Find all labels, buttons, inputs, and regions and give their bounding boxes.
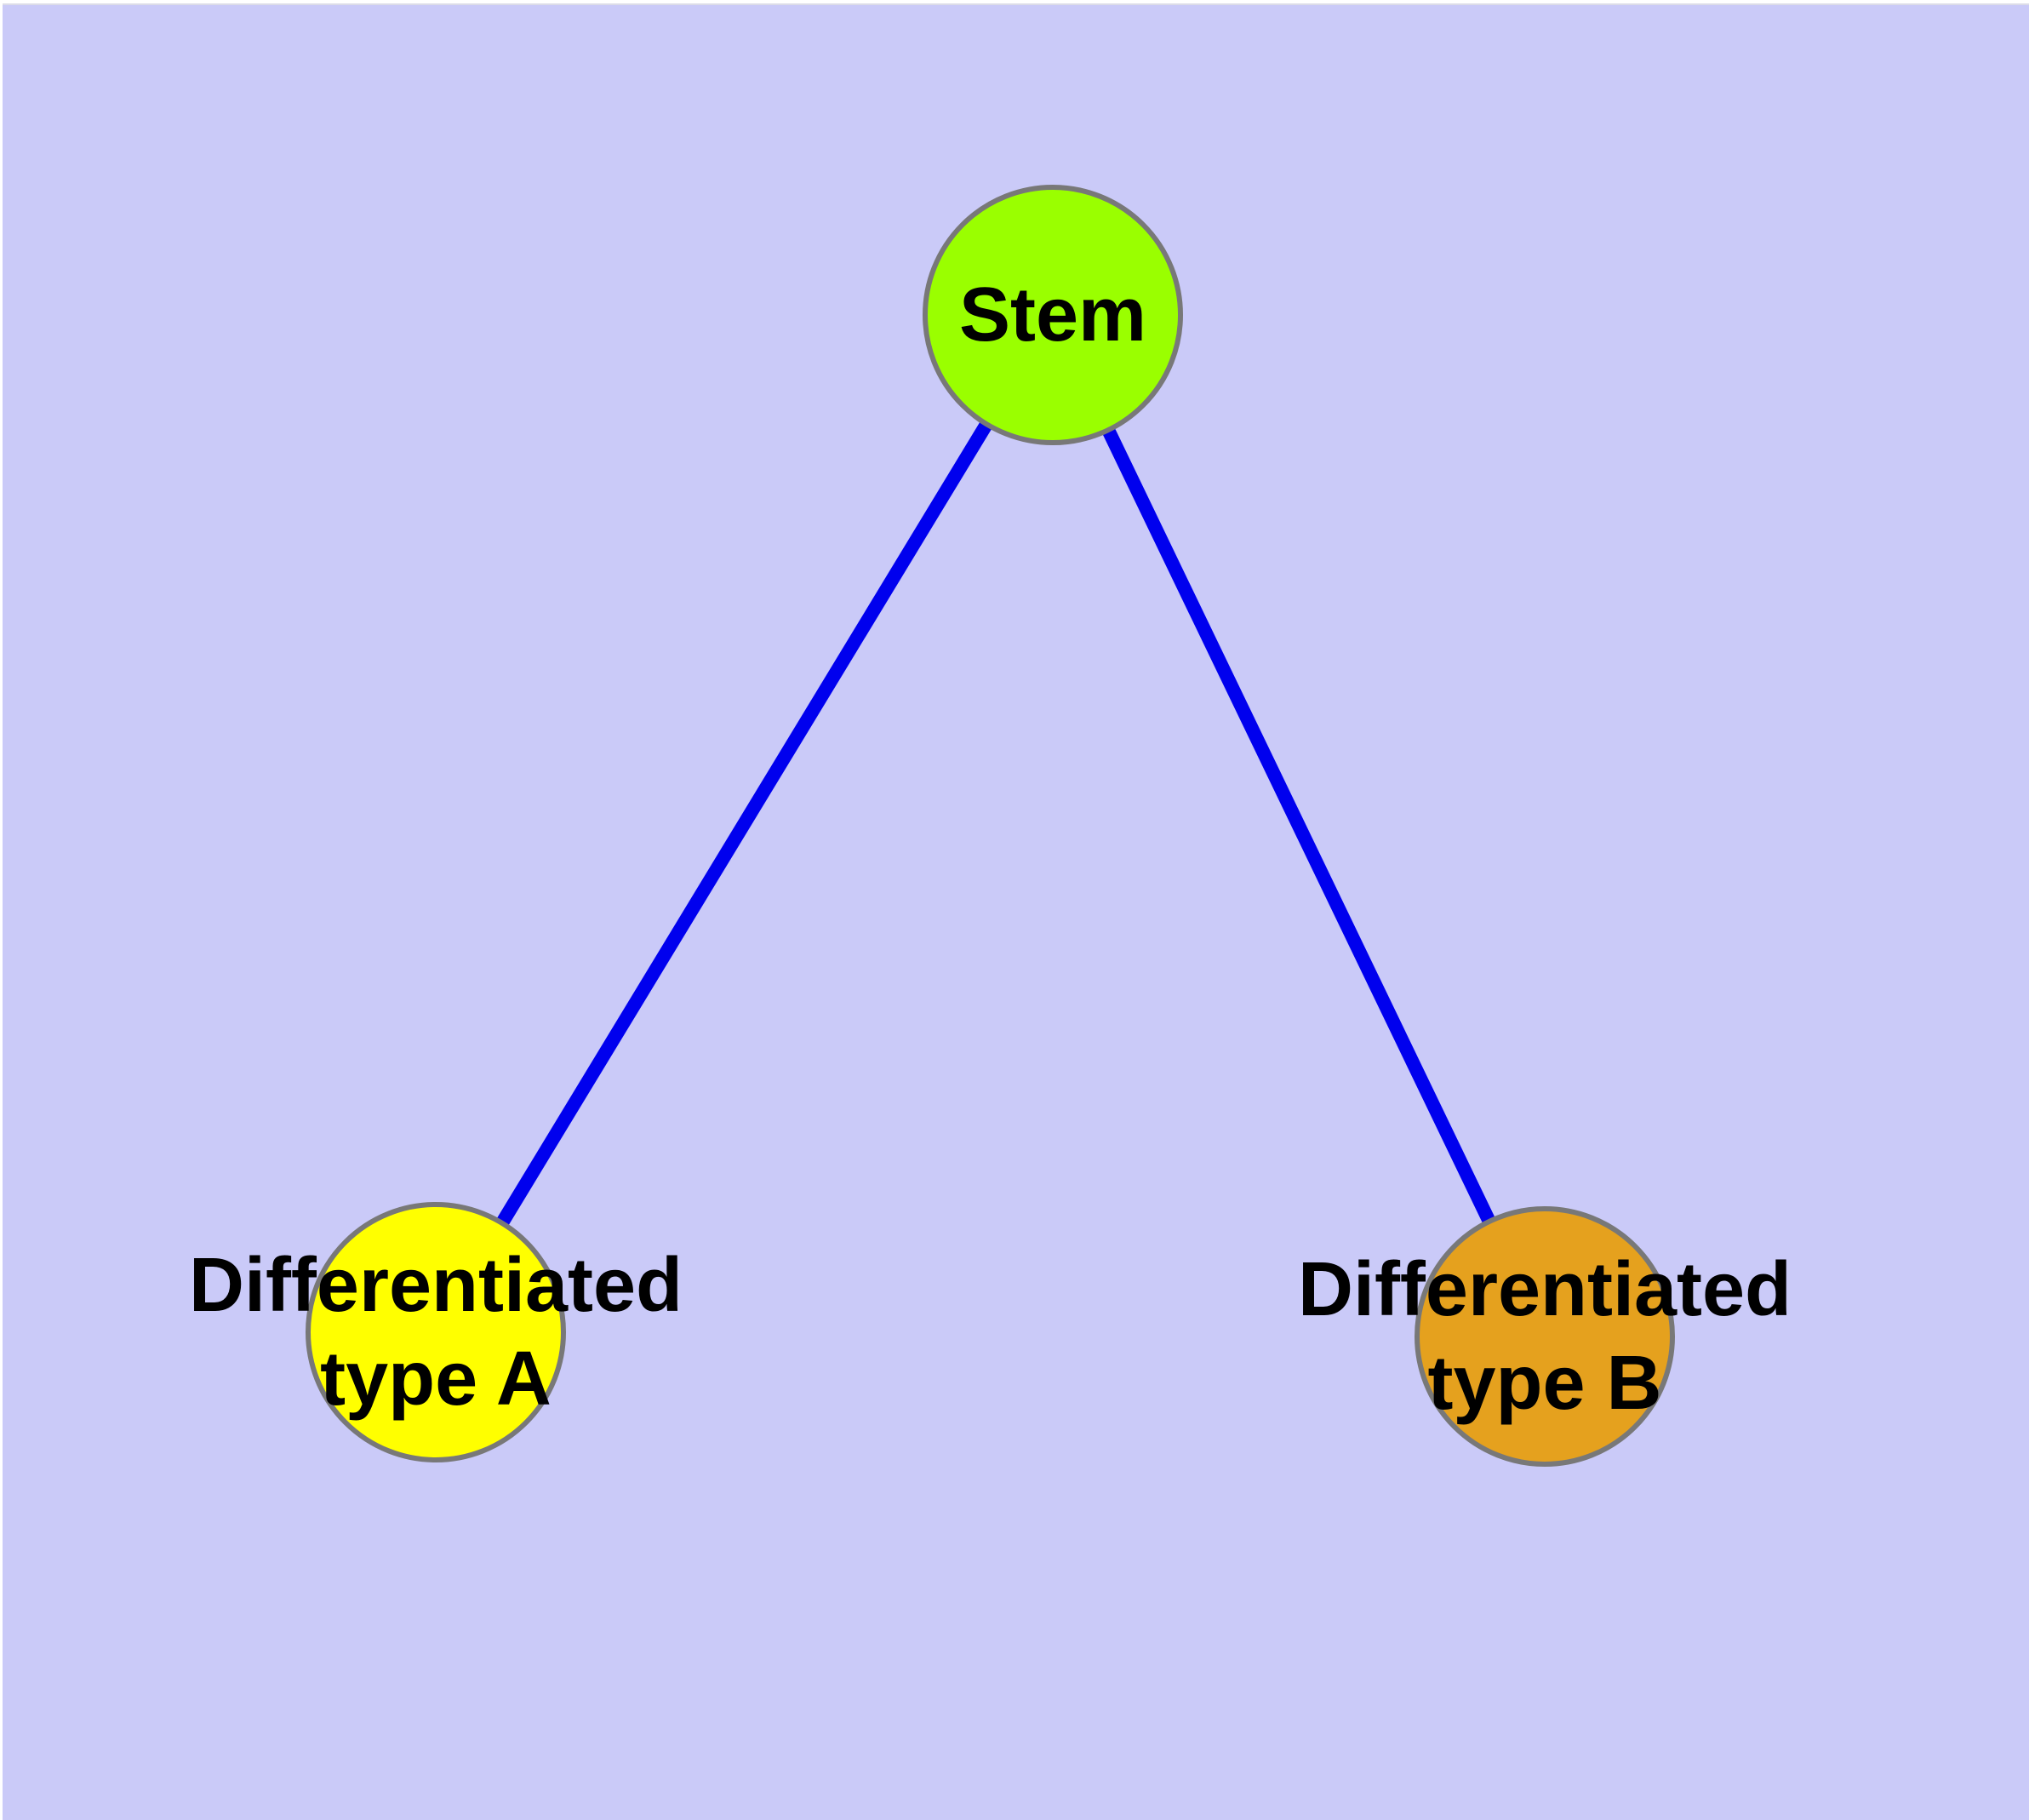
stem-node-label: Stem <box>959 272 1146 358</box>
type-b-node-label-line2: type B <box>1427 1341 1661 1426</box>
node-stem[interactable]: Stem <box>923 185 1183 445</box>
window-top-edge <box>0 0 2029 5</box>
type-b-node-circle[interactable] <box>1415 1206 1675 1467</box>
stem-node-circle[interactable] <box>923 185 1183 445</box>
type-b-node-label-line1: Differentiated <box>1298 1247 1792 1332</box>
type-a-node-label-line1: Differentiated <box>189 1243 683 1328</box>
node-differentiated-type-b[interactable]: Differentiated type B <box>1298 1206 1792 1467</box>
edge-stem-to-typeB <box>1046 312 1552 1340</box>
type-a-node-circle[interactable] <box>306 1202 566 1462</box>
edge-stem-to-typeA <box>430 311 1059 1336</box>
type-a-node-label-line2: type A <box>320 1336 552 1422</box>
window-left-edge <box>0 0 3 1820</box>
node-differentiated-type-a[interactable]: Differentiated type A <box>189 1202 683 1462</box>
edge-layer <box>430 311 1552 1340</box>
